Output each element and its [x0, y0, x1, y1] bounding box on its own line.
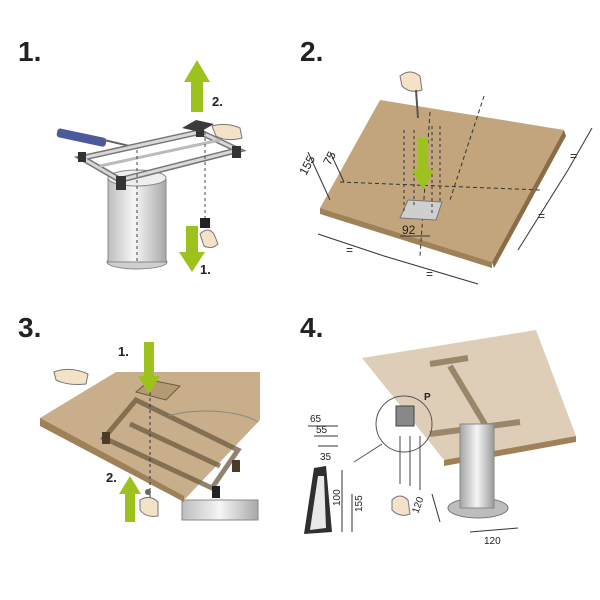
hand-icon — [53, 368, 89, 385]
mounting-frame — [99, 396, 242, 492]
dim-65: 65 — [310, 414, 322, 425]
dim-equal-2: = — [426, 267, 433, 281]
hand-icon — [211, 123, 243, 141]
mounting-frame — [73, 128, 247, 190]
mounting-plate — [399, 199, 443, 221]
dim-75: 75 — [320, 149, 339, 168]
step-1-panel: 1. — [0, 0, 300, 300]
arrow-up-icon — [119, 476, 141, 522]
label-p: P — [424, 392, 431, 403]
hand-icon — [199, 218, 219, 249]
step-3-illustration: 1. 2. — [40, 342, 260, 522]
dim-92: 92 — [402, 223, 416, 237]
dim-equal-4: = — [570, 149, 577, 163]
dim-35: 35 — [320, 452, 332, 463]
step-3-panel: 3. — [0, 300, 300, 600]
dim-155: 155 — [300, 153, 318, 178]
dim-55: 55 — [316, 425, 328, 436]
arrow-label-down: 1. — [200, 262, 211, 277]
mounting-plate — [182, 120, 214, 132]
dim-100: 100 — [332, 489, 343, 506]
dim-equal-3: = — [538, 209, 545, 223]
step-4-panel: 4. — [300, 300, 600, 600]
arrow-up-icon — [184, 60, 210, 112]
dim-120-b: 120 — [484, 536, 501, 547]
hand-icon — [399, 71, 423, 119]
hand-icon — [139, 489, 159, 517]
step-2-panel: 2. — [300, 0, 600, 300]
hand-icon — [391, 495, 411, 516]
step-1-number: 1. — [18, 36, 42, 67]
dim-equal-1: = — [346, 243, 353, 257]
step-4-number: 4. — [300, 312, 324, 343]
tabletop — [320, 100, 564, 262]
arrow-label-up: 2. — [212, 94, 223, 109]
arrow-down-icon — [412, 138, 434, 190]
step-2-illustration: 155 75 92 = = = = — [300, 71, 593, 285]
step-4-illustration: P 65 55 35 100 155 120 120 — [304, 330, 576, 547]
arrow-label-up: 2. — [106, 470, 117, 485]
dim-120-a: 120 — [410, 495, 426, 515]
arrow-down-icon — [179, 226, 205, 272]
table-column — [447, 423, 509, 519]
dim-155: 155 — [354, 495, 365, 512]
step-2-number: 2. — [300, 36, 324, 67]
bracket-profile — [304, 466, 332, 534]
screwdriver-icon — [56, 128, 139, 149]
step-1-illustration: 2. 1. — [56, 60, 247, 277]
arrow-down-icon — [138, 342, 160, 394]
arrow-label-down: 1. — [118, 344, 129, 359]
step-3-number: 3. — [18, 312, 42, 343]
table-column — [181, 499, 259, 521]
